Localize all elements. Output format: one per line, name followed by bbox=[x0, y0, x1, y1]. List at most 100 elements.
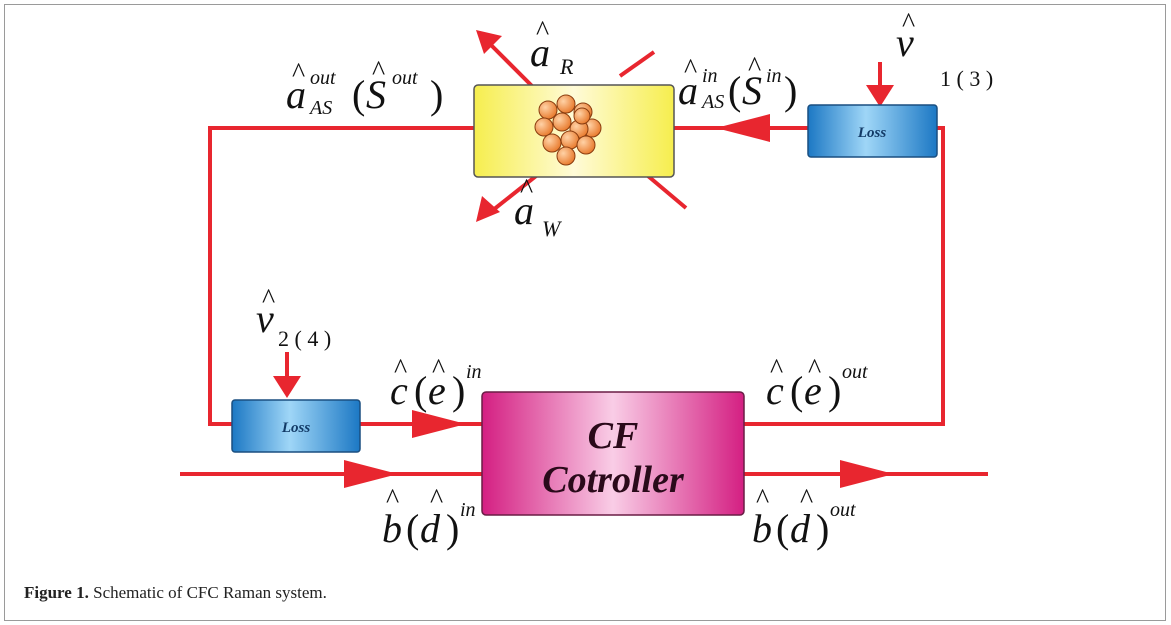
svg-text:in: in bbox=[460, 499, 476, 521]
svg-text:out: out bbox=[842, 361, 868, 383]
svg-text:out: out bbox=[310, 67, 336, 89]
arrow-vacuum-1 bbox=[866, 85, 894, 107]
svg-text:^: ^ bbox=[262, 284, 275, 315]
atom bbox=[542, 133, 562, 153]
arrow-input-beam bbox=[344, 460, 398, 488]
arrow-raman bbox=[476, 30, 502, 54]
svg-text:^: ^ bbox=[748, 52, 761, 83]
atom-cluster bbox=[534, 94, 602, 166]
svg-text:e: e bbox=[804, 368, 822, 413]
svg-text:^: ^ bbox=[684, 54, 697, 85]
figure-frame bbox=[4, 4, 1166, 621]
figure-caption-label: Figure 1. bbox=[24, 583, 89, 602]
feedback-loop-lines bbox=[180, 38, 988, 476]
loss-box-bottom: Loss bbox=[231, 399, 361, 453]
svg-text:v: v bbox=[256, 296, 274, 341]
svg-text:^: ^ bbox=[536, 16, 549, 47]
label-b-d-in: b ^ ( d ^ ) in bbox=[382, 484, 476, 551]
svg-text:^: ^ bbox=[520, 174, 533, 205]
svg-text:^: ^ bbox=[432, 354, 445, 385]
arrow-output-beam bbox=[840, 460, 894, 488]
label-a-as-out: a ^ out AS ( S ^ out ) bbox=[286, 56, 443, 119]
svg-text:c: c bbox=[766, 368, 784, 413]
right-return-path bbox=[744, 126, 945, 426]
svg-text:^: ^ bbox=[770, 354, 783, 385]
label-vacuum-1-3: v ^ 1 ( 3 ) bbox=[896, 8, 993, 91]
svg-text:(: ( bbox=[776, 506, 789, 551]
svg-text:): ) bbox=[446, 506, 459, 551]
atomic-ensemble-cell bbox=[473, 84, 675, 178]
write-beam-line bbox=[486, 174, 538, 216]
svg-text:R: R bbox=[559, 54, 574, 79]
svg-text:v: v bbox=[896, 20, 914, 65]
svg-text:a: a bbox=[514, 188, 534, 233]
svg-text:e: e bbox=[428, 368, 446, 413]
label-a-as-in: a ^ in AS ( S ^ in ) bbox=[678, 52, 797, 113]
svg-text:(: ( bbox=[414, 368, 427, 413]
svg-text:^: ^ bbox=[386, 484, 399, 515]
label-c-e-in: c ^ ( e ^ ) in bbox=[390, 354, 482, 413]
svg-text:^: ^ bbox=[430, 484, 443, 515]
svg-text:): ) bbox=[784, 68, 797, 113]
label-a-write: a ^ W bbox=[514, 174, 562, 241]
vacuum-injection-lines bbox=[285, 62, 882, 380]
svg-text:a: a bbox=[678, 68, 698, 113]
cf-controller-box: CF Cotroller bbox=[481, 391, 745, 516]
figure-caption: Figure 1. Schematic of CFC Raman system. bbox=[24, 583, 327, 603]
raman-beam-line bbox=[484, 38, 534, 88]
arrow-into-cell bbox=[716, 114, 770, 142]
controller-label-line2: Cotroller bbox=[542, 459, 685, 501]
label-vacuum-2-4: v ^ 2 ( 4 ) bbox=[256, 284, 331, 351]
atom bbox=[556, 146, 576, 166]
svg-text:S: S bbox=[366, 72, 386, 117]
arrow-vacuum-2 bbox=[273, 376, 301, 398]
label-a-raman: a ^ R bbox=[530, 16, 574, 79]
svg-text:out: out bbox=[830, 499, 856, 521]
svg-text:^: ^ bbox=[902, 8, 915, 39]
atom bbox=[556, 94, 576, 114]
loss-box-top: Loss bbox=[807, 104, 938, 158]
svg-text:2 ( 4 ): 2 ( 4 ) bbox=[278, 326, 331, 351]
label-c-e-out: c ^ ( e ^ ) out bbox=[766, 354, 868, 413]
svg-text:): ) bbox=[816, 506, 829, 551]
svg-text:^: ^ bbox=[808, 354, 821, 385]
atom bbox=[560, 130, 580, 150]
svg-text:a: a bbox=[286, 72, 306, 117]
diag-beam-upper-right bbox=[618, 50, 656, 78]
svg-text:(: ( bbox=[728, 68, 741, 113]
svg-text:c: c bbox=[390, 368, 408, 413]
atom bbox=[576, 135, 596, 155]
svg-text:^: ^ bbox=[800, 484, 813, 515]
svg-text:(: ( bbox=[352, 72, 365, 117]
arrowheads bbox=[273, 30, 894, 488]
svg-text:S: S bbox=[742, 68, 762, 113]
svg-text:in: in bbox=[466, 361, 482, 383]
atom bbox=[573, 107, 591, 125]
svg-text:): ) bbox=[828, 368, 841, 413]
svg-text:b: b bbox=[382, 506, 402, 551]
left-return-path bbox=[208, 126, 480, 426]
svg-text:AS: AS bbox=[308, 97, 332, 119]
diag-beam-lower-right bbox=[646, 174, 688, 210]
svg-text:(: ( bbox=[790, 368, 803, 413]
atom bbox=[552, 112, 572, 132]
svg-text:d: d bbox=[420, 506, 441, 551]
svg-text:W: W bbox=[542, 216, 562, 241]
svg-text:^: ^ bbox=[756, 484, 769, 515]
svg-text:^: ^ bbox=[394, 354, 407, 385]
svg-text:d: d bbox=[790, 506, 811, 551]
controller-label-line1: CF bbox=[588, 415, 639, 457]
svg-text:^: ^ bbox=[292, 58, 305, 89]
svg-text:in: in bbox=[766, 65, 782, 87]
svg-text:in: in bbox=[702, 65, 718, 87]
svg-text:a: a bbox=[530, 30, 550, 75]
loss-box-top-label: Loss bbox=[857, 125, 887, 141]
loss-box-bottom-label: Loss bbox=[281, 420, 311, 436]
atom bbox=[538, 100, 558, 120]
arrow-write bbox=[476, 196, 500, 222]
svg-text:out: out bbox=[392, 67, 418, 89]
svg-text:(: ( bbox=[406, 506, 419, 551]
svg-text:b: b bbox=[752, 506, 772, 551]
svg-text:AS: AS bbox=[700, 91, 724, 113]
